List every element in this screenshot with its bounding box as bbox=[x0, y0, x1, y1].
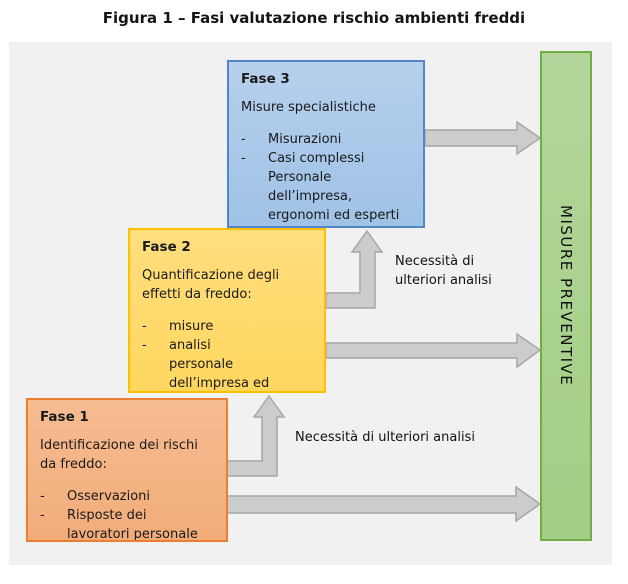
fase2-box: Fase 2 Quantificazione degli effetti da … bbox=[128, 228, 326, 393]
note-necessita-ulteriori-analisi-lower: Necessità di ulteriori analisi bbox=[295, 430, 475, 445]
bullet-dash: - bbox=[40, 508, 45, 523]
list-item: - Casi complessi Personale dell’impresa,… bbox=[241, 149, 415, 225]
list-item-text: analisi personale dell’impresa ed bbox=[169, 338, 270, 391]
list-item: - Misurazioni bbox=[241, 130, 415, 149]
fase3-list: - Misurazioni - Casi complessi Personale… bbox=[241, 130, 415, 225]
fase2-list: - misure - analisi personale dell’impres… bbox=[142, 317, 316, 391]
bullet-dash: - bbox=[142, 338, 147, 353]
fase1-title: Fase 1 bbox=[40, 409, 89, 425]
bullet-dash: - bbox=[241, 132, 246, 147]
bullet-dash: - bbox=[40, 489, 45, 504]
list-item-text: Risposte dei lavoratori personale bbox=[67, 508, 198, 542]
bullet-dash: - bbox=[142, 319, 147, 334]
fase2-description: Quantificazione degli effetti da freddo: bbox=[142, 268, 280, 302]
list-item-text: Casi complessi Personale dell’impresa, e… bbox=[268, 151, 400, 223]
arrow-fase1-to-fase2-icon bbox=[225, 394, 286, 477]
arrow-fase2-to-misure-preventive-icon bbox=[325, 332, 542, 369]
fase1-list: - Osservazioni - Risposte dei lavoratori… bbox=[40, 487, 218, 542]
fase1-description: Identificazione dei rischi da freddo: bbox=[40, 438, 198, 472]
list-item: - Osservazioni bbox=[40, 487, 218, 506]
arrow-fase1-to-misure-preventive-icon bbox=[226, 485, 542, 523]
fase1-box: Fase 1 Identificazione dei rischi da fre… bbox=[26, 398, 228, 542]
fase2-title: Fase 2 bbox=[142, 239, 191, 255]
fase3-description: Misure specialistiche bbox=[241, 100, 376, 115]
bullet-dash: - bbox=[241, 151, 246, 166]
misure-preventive-label: MISURE PREVENTIVE bbox=[557, 205, 575, 387]
list-item-text: Misurazioni bbox=[268, 132, 342, 147]
list-item-text: Osservazioni bbox=[67, 489, 151, 504]
fase3-title: Fase 3 bbox=[241, 71, 290, 87]
fase3-box: Fase 3 Misure specialistiche - Misurazio… bbox=[227, 60, 425, 228]
list-item-text: misure bbox=[169, 319, 214, 334]
list-item: - Risposte dei lavoratori personale bbox=[40, 506, 218, 542]
list-item: - misure bbox=[142, 317, 316, 336]
figure-title: Figura 1 – Fasi valutazione rischio ambi… bbox=[102, 9, 526, 27]
list-item: - analisi personale dell’impresa ed bbox=[142, 336, 316, 391]
note-necessita-ulteriori-analisi-upper: Necessità di ulteriori analisi bbox=[395, 254, 492, 288]
arrow-fase3-to-misure-preventive-icon bbox=[424, 120, 542, 156]
misure-preventive-bar: MISURE PREVENTIVE bbox=[540, 51, 592, 541]
arrow-fase2-to-fase3-icon bbox=[325, 229, 384, 309]
